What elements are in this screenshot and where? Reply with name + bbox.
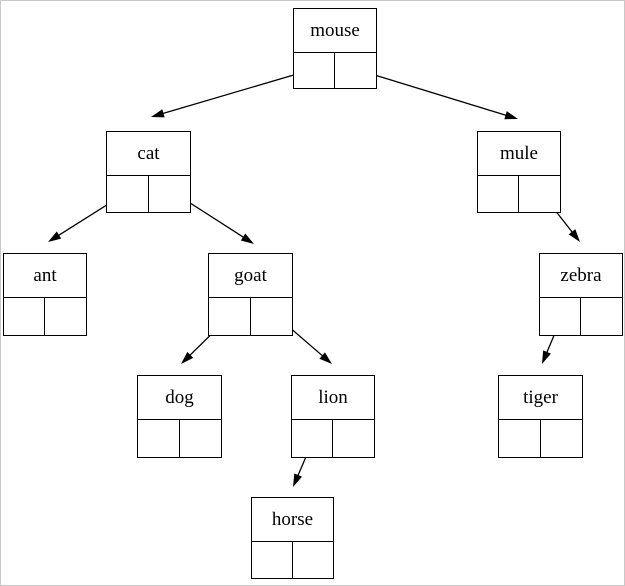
left-pointer-cell: [252, 542, 293, 578]
tree-node-label: ant: [4, 254, 86, 298]
tree-node-mule[interactable]: mule: [477, 131, 561, 213]
left-pointer-cell: [540, 298, 581, 335]
tree-node-label: cat: [107, 132, 190, 176]
right-pointer-cell: [335, 53, 376, 88]
tree-node-mouse[interactable]: mouse: [293, 8, 377, 89]
edge-arrowhead: [504, 111, 518, 120]
tree-node-pointer-row: [478, 176, 560, 212]
edge-line: [161, 68, 315, 115]
left-pointer-cell: [499, 420, 541, 457]
tree-node-label: dog: [138, 376, 221, 420]
tree-node-label: horse: [252, 498, 333, 542]
tree-node-pointer-row: [292, 420, 374, 457]
edge-arrowhead: [293, 473, 303, 487]
tree-node-label: goat: [209, 254, 292, 298]
tree-node-label: zebra: [540, 254, 622, 298]
left-pointer-cell: [292, 420, 333, 457]
tree-node-label: tiger: [499, 376, 582, 420]
left-pointer-cell: [4, 298, 45, 335]
tree-node-pointer-row: [107, 176, 190, 212]
tree-node-ant[interactable]: ant: [3, 253, 87, 336]
tree-node-cat[interactable]: cat: [106, 131, 191, 213]
right-pointer-cell: [293, 542, 334, 578]
right-pointer-cell: [45, 298, 86, 335]
tree-node-goat[interactable]: goat: [208, 253, 293, 336]
tree-node-pointer-row: [499, 420, 582, 457]
edge-arrowhead: [319, 352, 332, 364]
tree-node-pointer-row: [138, 420, 221, 457]
right-pointer-cell: [581, 298, 622, 335]
left-pointer-cell: [107, 176, 149, 212]
tree-node-dog[interactable]: dog: [137, 375, 222, 458]
tree-node-pointer-row: [540, 298, 622, 335]
left-pointer-cell: [209, 298, 251, 335]
left-pointer-cell: [138, 420, 180, 457]
tree-node-label: mouse: [294, 9, 376, 53]
tree-node-pointer-row: [209, 298, 292, 335]
right-pointer-cell: [541, 420, 583, 457]
tree-edge-mouse-to-cat: [151, 68, 315, 118]
edge-arrowhead: [240, 233, 254, 244]
left-pointer-cell: [294, 53, 335, 88]
tree-node-label: lion: [292, 376, 374, 420]
right-pointer-cell: [180, 420, 222, 457]
tree-edge-mouse-to-mule: [354, 68, 518, 120]
tree-node-pointer-row: [294, 53, 376, 88]
right-pointer-cell: [149, 176, 191, 212]
edge-arrowhead: [542, 350, 551, 364]
tree-node-horse[interactable]: horse: [251, 497, 334, 579]
edge-line: [354, 68, 508, 117]
right-pointer-cell: [519, 176, 560, 212]
tree-node-zebra[interactable]: zebra: [539, 253, 623, 336]
left-pointer-cell: [478, 176, 519, 212]
tree-node-tiger[interactable]: tiger: [498, 375, 583, 458]
tree-node-lion[interactable]: lion: [291, 375, 375, 458]
right-pointer-cell: [251, 298, 293, 335]
tree-node-pointer-row: [4, 298, 86, 335]
tree-node-pointer-row: [252, 542, 333, 578]
edge-arrowhead: [48, 231, 62, 242]
edge-arrowhead: [181, 351, 194, 364]
right-pointer-cell: [333, 420, 374, 457]
tree-node-label: mule: [478, 132, 560, 176]
edge-arrowhead: [151, 109, 165, 118]
edge-arrowhead: [568, 229, 580, 242]
